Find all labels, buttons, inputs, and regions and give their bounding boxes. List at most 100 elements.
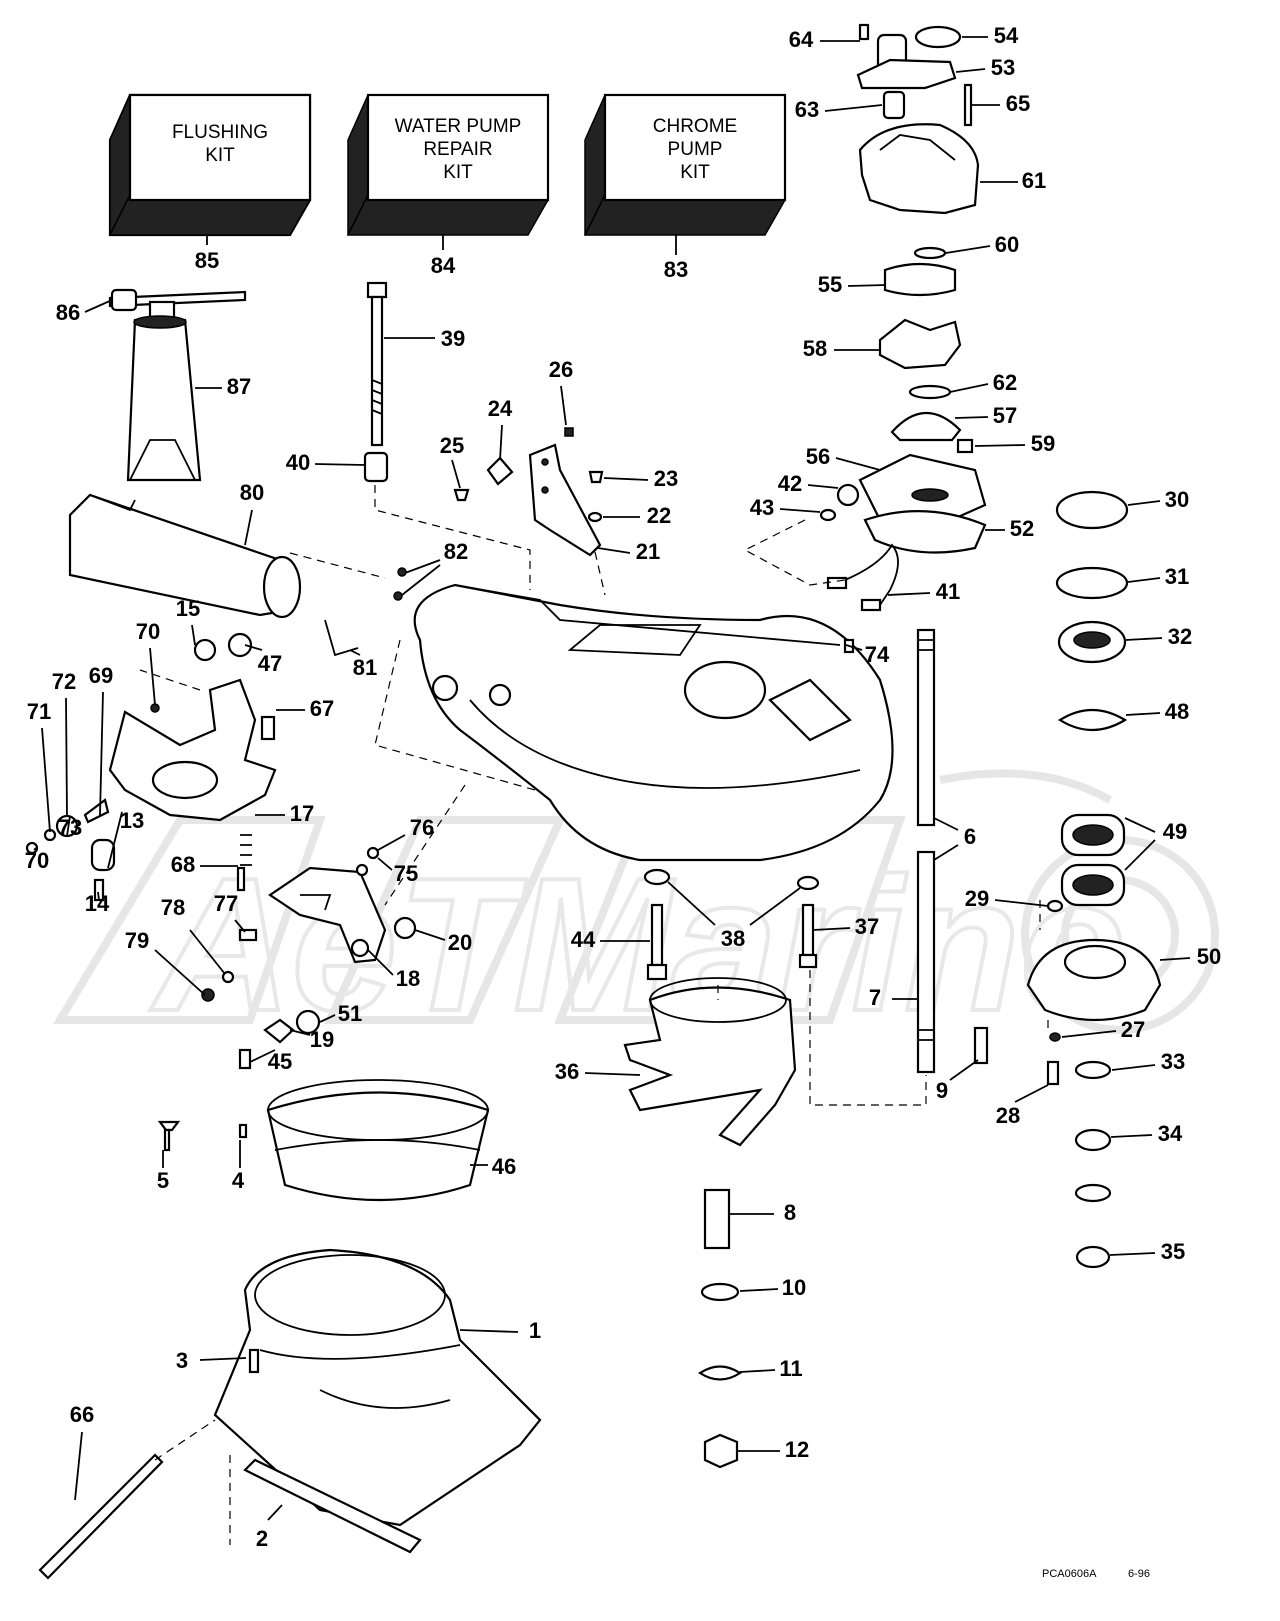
callout-69: 69 (89, 663, 113, 688)
leader-line-11 (739, 1369, 776, 1373)
leader-line-66 (74, 1431, 83, 1501)
leader-line-10 (739, 1288, 779, 1292)
callout-61: 61 (1022, 168, 1046, 193)
callout-52: 52 (1010, 516, 1034, 541)
callout-18: 18 (396, 966, 420, 991)
callout-1: 1 (529, 1318, 541, 1343)
leader-line-28 (1014, 1084, 1049, 1103)
callout-63: 63 (795, 97, 819, 122)
kit-84-line-2: REPAIR (423, 139, 492, 160)
leader-line-13 (107, 811, 123, 869)
leader-line-15 (191, 624, 196, 646)
leader-line-27 (1061, 1030, 1117, 1038)
leader-line-86 (84, 299, 113, 313)
callout-72: 72 (52, 669, 76, 694)
callout-14: 14 (85, 891, 110, 916)
leader-line-77 (234, 919, 246, 933)
dashed-guide-lines (139, 485, 1049, 1545)
kit-84-line-1: WATER PUMP (395, 116, 522, 137)
leader-line-76 (377, 834, 406, 851)
leader-line-31 (1127, 577, 1161, 583)
kit-84-line-3: KIT (443, 162, 473, 183)
callout-26: 26 (549, 357, 573, 382)
figure-code: PCA0606A (1042, 1568, 1097, 1580)
callout-84: 84 (431, 253, 456, 278)
callout-67: 67 (310, 696, 334, 721)
leader-line-60 (945, 245, 991, 254)
long-bolt-part (363, 281, 389, 483)
leader-line-6 (933, 817, 959, 831)
leader-line-53 (955, 68, 986, 73)
leader-line-49 (1124, 839, 1156, 871)
water-pump-repair-kit-box: WATER PUMP REPAIR KIT (346, 93, 550, 236)
callout-58: 58 (803, 336, 827, 361)
leader-line-33 (1111, 1064, 1156, 1071)
hose-part (68, 493, 359, 657)
callout-34: 34 (1158, 1121, 1183, 1146)
callout-55: 55 (818, 272, 842, 297)
callout-76: 76 (410, 815, 434, 840)
drive-shaft-part (916, 628, 936, 1074)
callout-38: 38 (721, 926, 745, 951)
callout-21: 21 (636, 539, 660, 564)
callout-17: 17 (290, 801, 314, 826)
callout-82: 82 (444, 539, 468, 564)
callout-54: 54 (994, 23, 1019, 48)
callout-6: 6 (964, 824, 976, 849)
steering-plate-part (201, 846, 417, 1070)
flush-adapter-part (108, 288, 247, 482)
leader-line-2 (267, 1504, 283, 1521)
callout-9: 9 (936, 1078, 948, 1103)
seals-and-bearings (1026, 490, 1162, 1269)
callout-13: 13 (120, 808, 144, 833)
callout-3: 3 (176, 1348, 188, 1373)
callout-56: 56 (806, 444, 830, 469)
callout-4: 4 (232, 1168, 245, 1193)
leader-line-81 (349, 649, 361, 656)
callout-70: 70 (25, 848, 49, 873)
callout-22: 22 (647, 503, 671, 528)
nozzle-ring-part (157, 1079, 490, 1202)
leader-lines (33, 36, 1191, 1521)
leader-line-74 (845, 644, 863, 651)
leader-line-18 (367, 949, 394, 976)
leader-line-51 (319, 1014, 336, 1023)
callout-86: 86 (56, 300, 80, 325)
leader-line-37 (812, 927, 851, 931)
kit-83-line-2: PUMP (668, 139, 723, 160)
leader-line-70 (33, 847, 37, 851)
callout-30: 30 (1165, 487, 1189, 512)
callout-31: 31 (1165, 564, 1189, 589)
leader-line-38 (749, 887, 801, 926)
callout-25: 25 (440, 433, 464, 458)
leader-line-50 (1159, 957, 1191, 961)
leader-line-56 (835, 457, 881, 471)
callout-5: 5 (157, 1168, 169, 1193)
callout-77: 77 (214, 891, 238, 916)
leader-line-29 (994, 899, 1049, 907)
callout-57: 57 (993, 403, 1017, 428)
callout-60: 60 (995, 232, 1019, 257)
callout-65: 65 (1006, 91, 1030, 116)
flushing-kit-box: FLUSHING KIT (108, 93, 312, 237)
leader-line-9 (949, 1059, 979, 1081)
callout-39: 39 (441, 326, 465, 351)
callout-46: 46 (492, 1154, 516, 1179)
callout-36: 36 (555, 1059, 579, 1084)
leader-line-71 (41, 727, 51, 833)
leader-line-26 (560, 385, 567, 426)
callout-68: 68 (171, 852, 195, 877)
callout-40: 40 (286, 450, 310, 475)
callout-10: 10 (782, 1275, 806, 1300)
callout-80: 80 (240, 480, 264, 505)
callout-50: 50 (1197, 944, 1221, 969)
leader-line-24 (499, 424, 503, 461)
chrome-pump-kit-box: CHROME PUMP KIT (583, 93, 787, 236)
callout-23: 23 (654, 466, 678, 491)
leader-line-72 (65, 697, 68, 817)
ride-plate-part (38, 1248, 542, 1580)
callout-45: 45 (268, 1049, 292, 1074)
leader-line-36 (584, 1072, 641, 1076)
